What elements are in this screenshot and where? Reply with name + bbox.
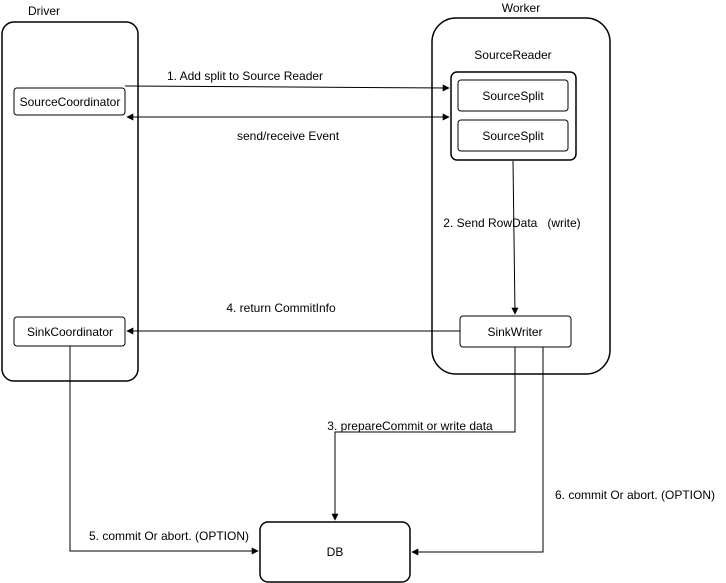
- source-split-1-label: SourceSplit: [482, 89, 544, 103]
- sink-writer-label: SinkWriter: [487, 325, 542, 339]
- edge-commit-abort-coordinator: [69, 346, 259, 555]
- edge-send-rowdata-label: 2. Send RowData (write): [443, 216, 580, 230]
- edge-commit-abort-writer: [411, 347, 544, 556]
- source-split-1: [457, 79, 569, 112]
- source-split-2: [457, 119, 569, 152]
- source-reader-title: SourceReader: [474, 48, 551, 62]
- edge-send-receive-event-label: send/receive Event: [237, 129, 340, 143]
- edge-prepare-commit: [331, 347, 516, 521]
- db-label: DB: [327, 545, 344, 559]
- edge-commit-abort-writer-label: 6. commit Or abort. (OPTION): [555, 488, 715, 502]
- source-coordinator-label: SourceCoordinator: [20, 95, 121, 109]
- source-reader-box: [450, 71, 577, 161]
- edge-commit-abort-coordinator-label: 5. commit Or abort. (OPTION): [89, 529, 249, 543]
- db-box: [259, 521, 411, 583]
- edge-send-rowdata: [511, 160, 519, 315]
- edge-return-commitinfo-label: 4. return CommitInfo: [226, 301, 336, 315]
- worker-title: Worker: [502, 1, 540, 15]
- edge-add-split: [124, 84, 450, 92]
- worker-container: [431, 17, 611, 375]
- sink-coordinator-label: SinkCoordinator: [27, 325, 113, 339]
- source-coordinator-box: [13, 87, 126, 116]
- driver-title: Driver: [28, 4, 60, 18]
- source-split-2-label: SourceSplit: [482, 129, 544, 143]
- edge-prepare-commit-label: 3. prepareCommit or write data: [327, 419, 493, 433]
- edge-add-split-label: 1. Add split to Source Reader: [167, 69, 323, 83]
